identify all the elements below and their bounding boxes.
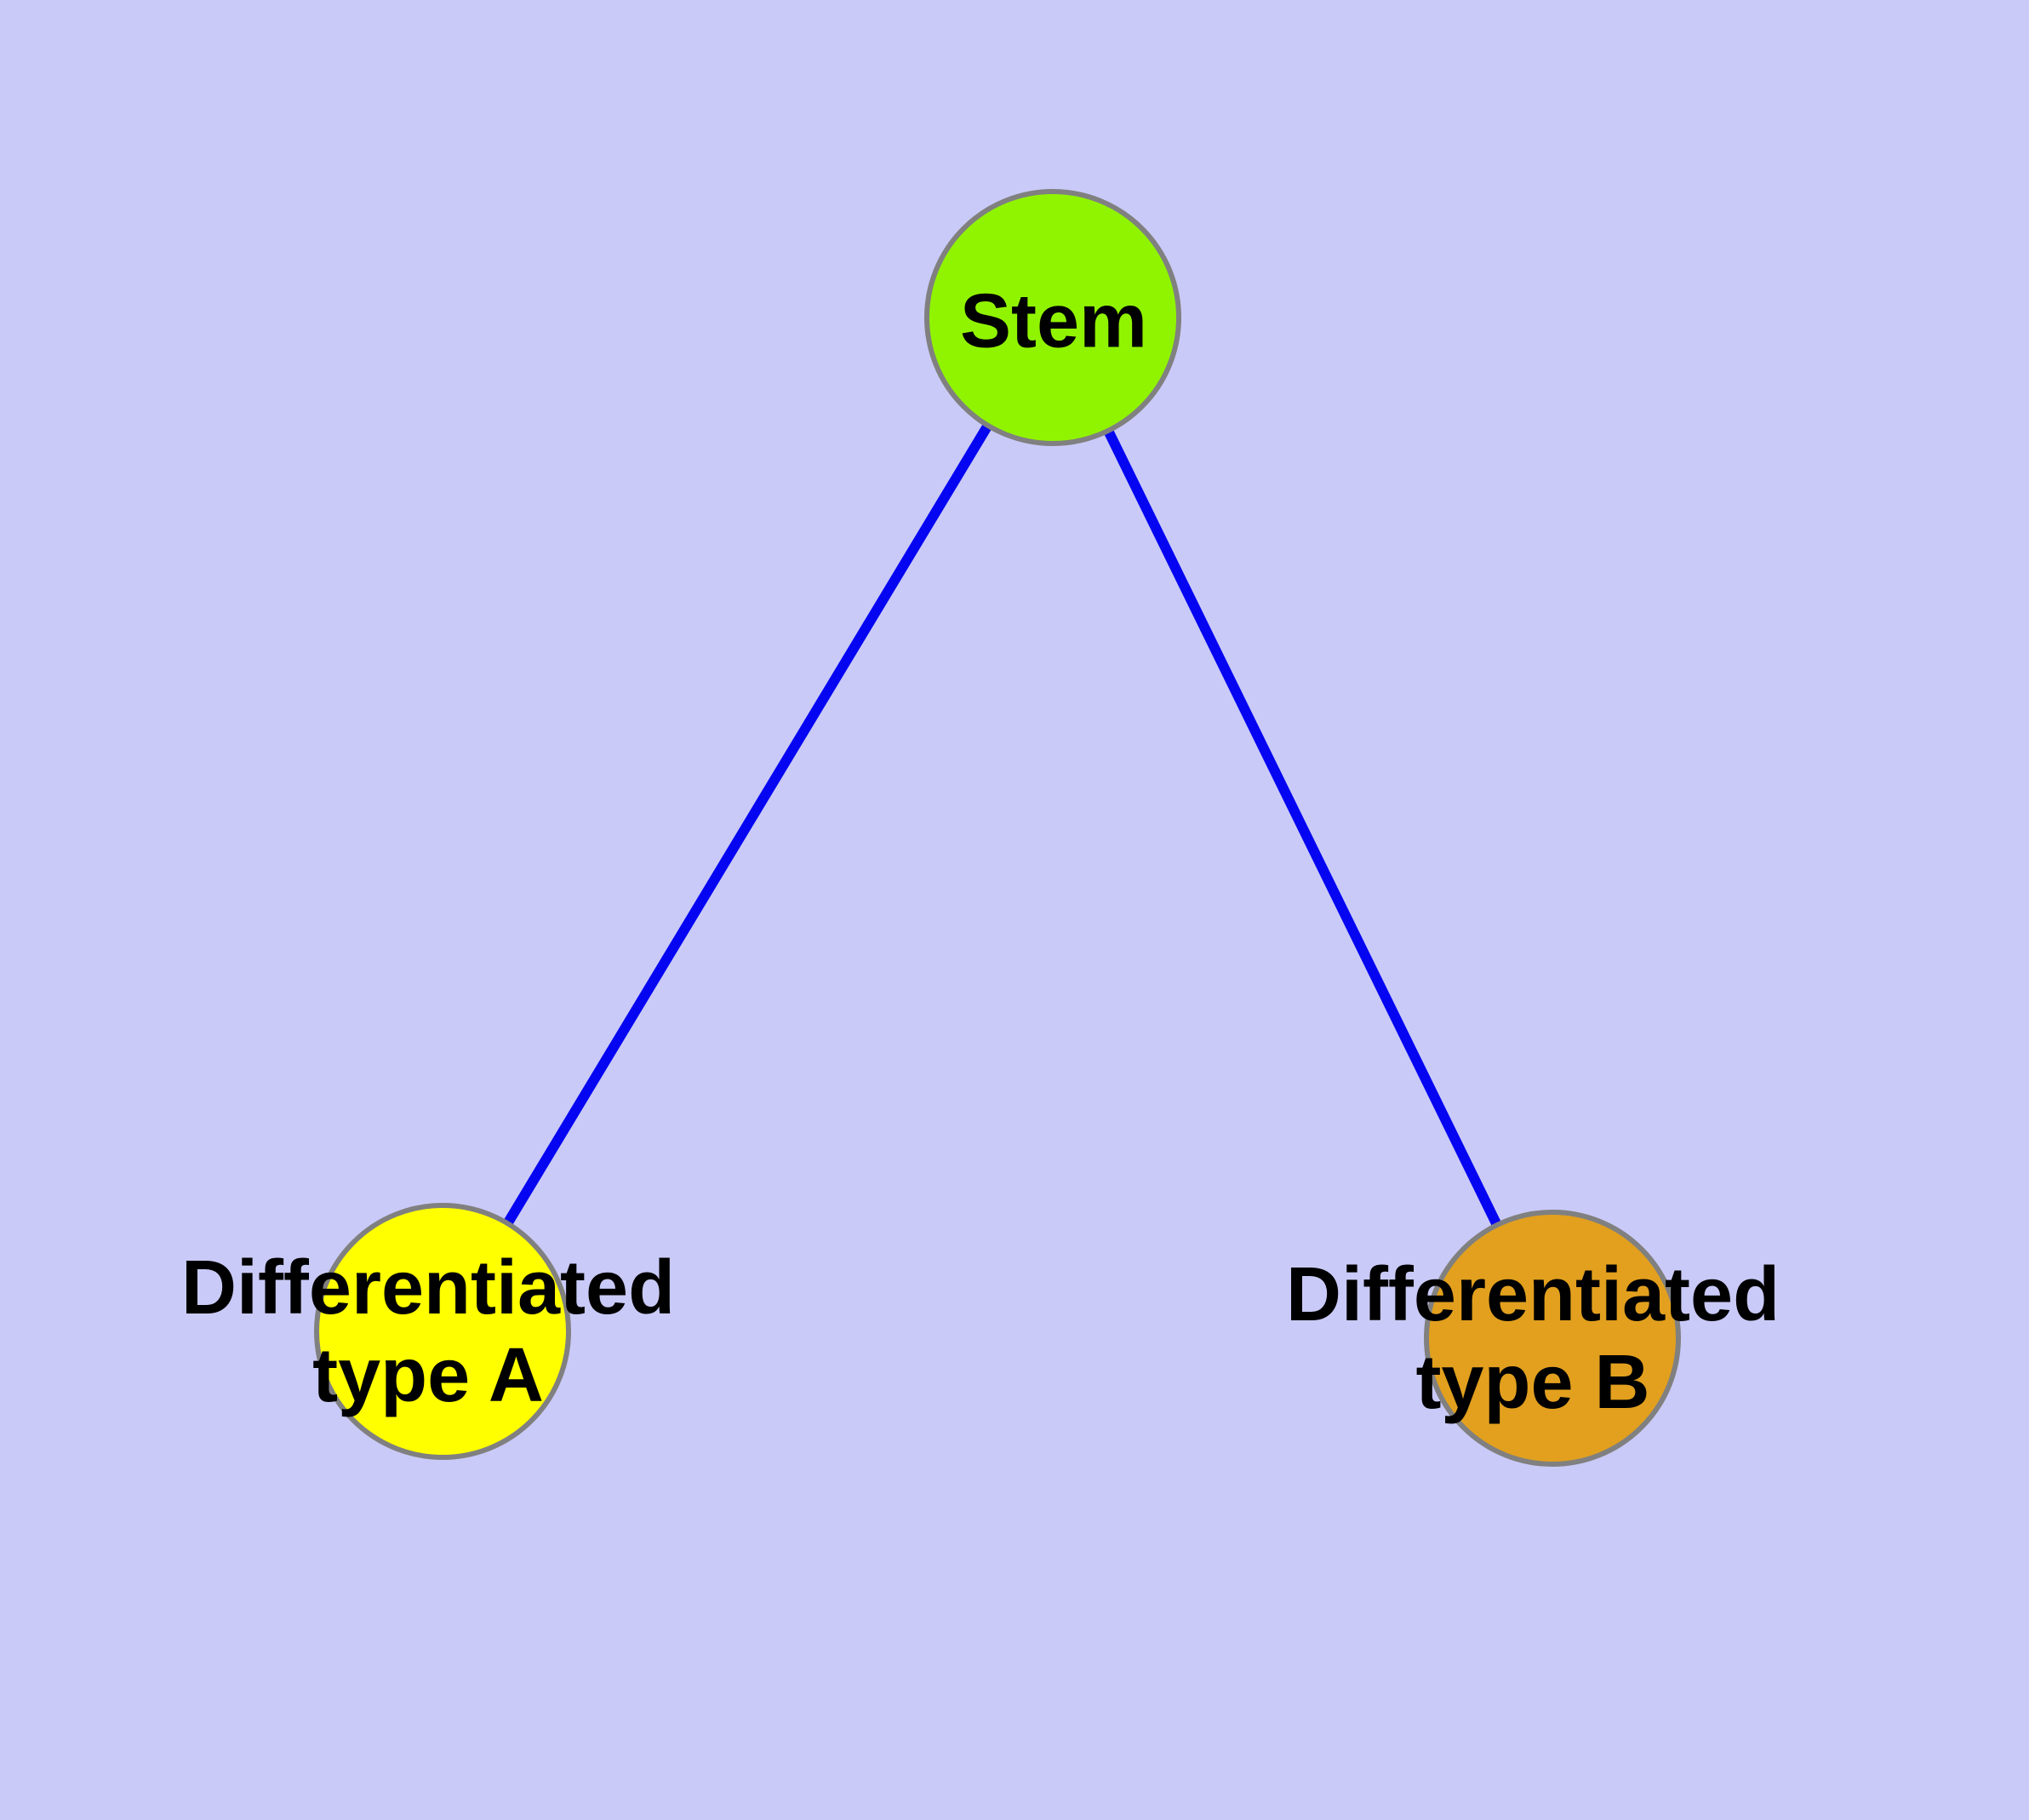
node-type-b-label-line1: Differentiated [1285, 1252, 1780, 1337]
node-type-a-label-line2: type A [312, 1333, 544, 1418]
node-type-a-label: Differentiated type A [181, 1245, 675, 1420]
node-type-a-circle [314, 1203, 571, 1460]
edge-stem-to-type-a [437, 314, 1058, 1335]
node-type-b-label: Differentiated type B [1286, 1251, 1780, 1427]
node-stem-label: Stem [960, 278, 1147, 366]
node-type-b-label-line2: type B [1415, 1340, 1650, 1425]
node-type-a-label-line1: Differentiated [180, 1245, 676, 1331]
edge-stem-to-type-b [1048, 315, 1557, 1341]
node-stem-label-line: Stem [959, 278, 1148, 364]
node-type-b-circle [1424, 1210, 1681, 1467]
node-stem-circle [924, 189, 1181, 446]
